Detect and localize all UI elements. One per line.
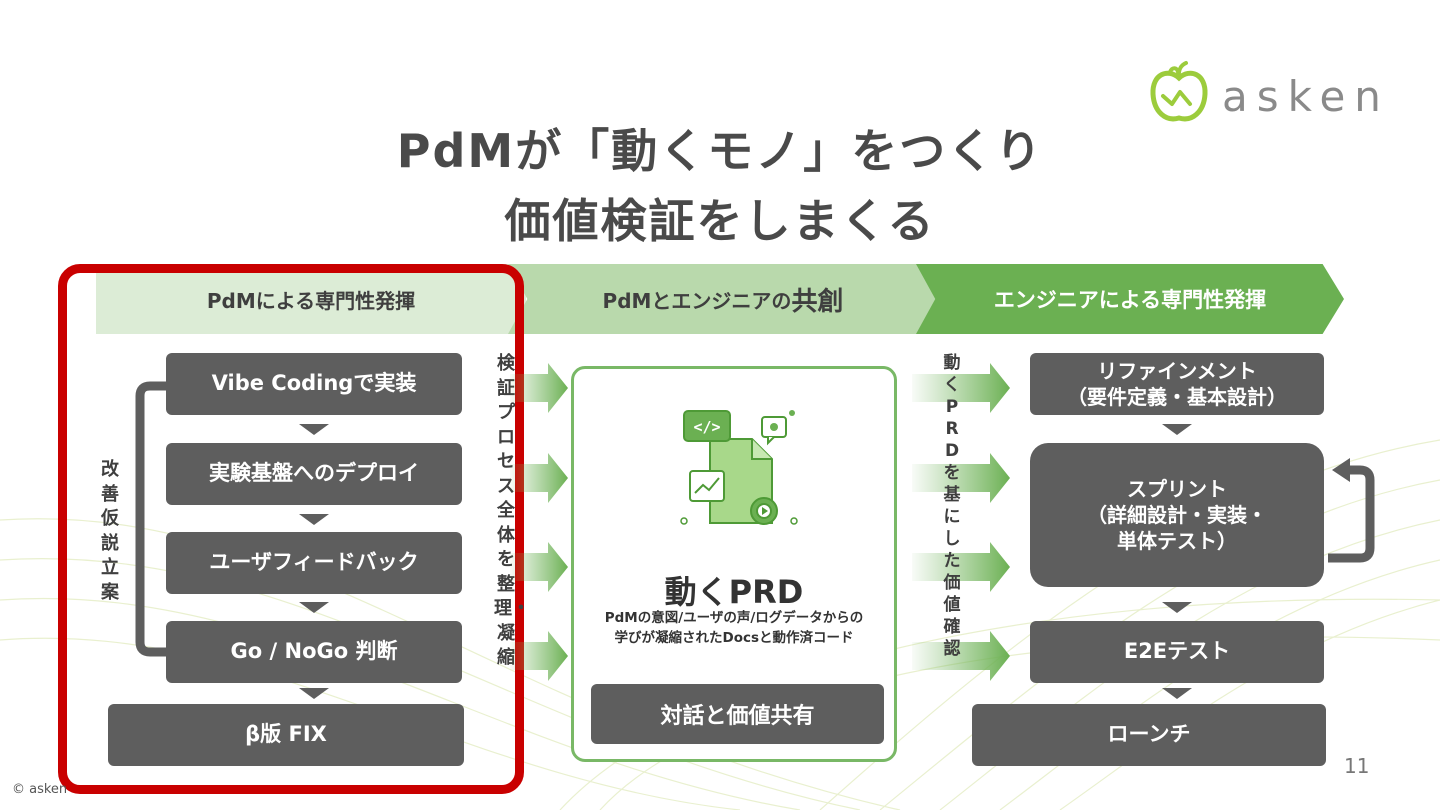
working-prd-card: </> 動くPRD PdMの意図/ユーザの声/ログデータからの 学びが凝縮された… <box>571 366 897 762</box>
step-sprint-line2: （詳細設計・実装・ <box>1087 502 1267 528</box>
sprint-loop-arrow-icon <box>1324 454 1384 574</box>
step-sprint-line1: スプリント <box>1127 476 1227 502</box>
copyright: © asken <box>12 782 67 797</box>
down-arrow-icon <box>1162 688 1192 699</box>
step-e2e-test: E2Eテスト <box>1030 621 1324 683</box>
step-sprint: スプリント （詳細設計・実装・ 単体テスト） <box>1030 443 1324 587</box>
svg-text:</>: </> <box>693 418 720 436</box>
step-launch-label: ローンチ <box>1108 721 1191 748</box>
down-arrow-icon <box>1162 602 1192 613</box>
step-refinement-line1: リファインメント <box>1097 358 1256 384</box>
page-number: 11 <box>1344 754 1369 778</box>
step-launch: ローンチ <box>972 704 1326 766</box>
prd-subtitle-line2: 学びが凝縮されたDocsと動作済コード <box>574 629 894 649</box>
step-refinement: リファインメント （要件定義・基本設計） <box>1030 353 1324 415</box>
step-sprint-line3: 単体テスト） <box>1117 528 1237 554</box>
right-arrow-icon <box>510 542 568 592</box>
side-label-value-check: 動くPRDを基にした価値確認 <box>940 352 964 660</box>
down-arrow-icon <box>1162 424 1192 435</box>
dialogue-value-sharing-label: 対話と価値共有 <box>660 698 814 730</box>
prd-subtitle-line1: PdMの意図/ユーザの声/ログデータからの <box>574 609 894 629</box>
right-arrow-icon <box>510 363 568 413</box>
dialogue-value-sharing-box: 対話と価値共有 <box>591 684 884 744</box>
prd-title: 動くPRD <box>574 567 894 613</box>
step-refinement-line2: （要件定義・基本設計） <box>1067 384 1287 410</box>
right-arrow-icon <box>510 631 568 681</box>
step-e2e-test-label: E2Eテスト <box>1124 638 1230 665</box>
document-code-illustration-icon: </> <box>676 405 800 533</box>
right-arrow-icon <box>510 453 568 503</box>
prd-subtitle: PdMの意図/ユーザの声/ログデータからの 学びが凝縮されたDocsと動作済コー… <box>574 609 894 648</box>
